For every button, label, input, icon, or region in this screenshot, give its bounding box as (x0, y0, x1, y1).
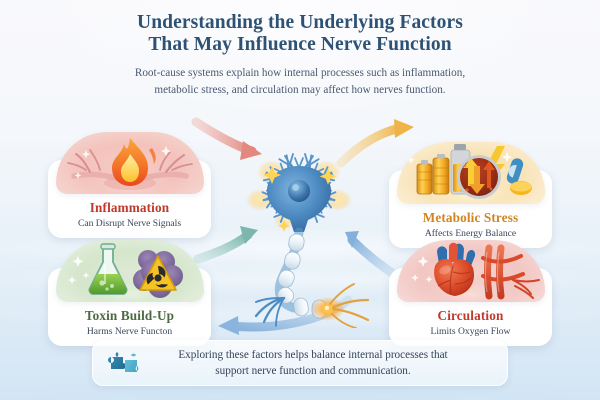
axon-terminal-right (329, 283, 370, 328)
card-toxin-text: Toxin Build-Up Harms Nerve Functon (48, 306, 211, 346)
puzzle-pieces-icon (108, 352, 139, 372)
card-inflammation-title: Inflammation (89, 200, 170, 215)
card-inflammation-subtitle: Can Disrupt Nerve Signals (77, 218, 182, 229)
flask-icon (88, 243, 127, 295)
blood-vessels (480, 244, 540, 300)
card-metabolic-text: Metabolic Stress Affects Energy Balance (389, 208, 552, 248)
batteries-gauge-pills-icon (406, 144, 532, 204)
footer-text: Exploring these factors helps balance in… (146, 347, 508, 379)
page-subtitle: Root-cause systems explain how internal … (0, 65, 600, 99)
card-toxin-subtitle: Harms Nerve Functon (86, 326, 173, 337)
neuron-illustration (222, 128, 378, 328)
footer-text-line2: support nerve function and communication… (215, 365, 411, 377)
gauge-icon (456, 155, 501, 199)
page-title: Understanding the Underlying Factors Tha… (0, 12, 600, 56)
neuron-icon (246, 152, 370, 328)
heart (433, 242, 475, 296)
flame-on-inflamed-nerve-icon (66, 138, 193, 194)
card-toxin-art (55, 240, 204, 302)
page-title-line1: Understanding the Underlying Factors (137, 12, 463, 33)
page-subtitle-line1: Root-cause systems explain how internal … (134, 67, 466, 79)
biohazard-sign (138, 255, 177, 291)
page-subtitle-line2: metabolic stress, and circulation may af… (154, 84, 446, 96)
card-circulation-subtitle: Limits Oxygen Flow (430, 326, 511, 337)
card-circulation-text: Circulation Limits Oxygen Flow (389, 306, 552, 346)
footer-text-line1: Exploring these factors helps balance in… (178, 349, 448, 361)
card-metabolic-stress[interactable]: Metabolic Stress Affects Energy Balance (389, 142, 552, 248)
card-toxin-title: Toxin Build-Up (84, 308, 175, 323)
pill-group (506, 158, 532, 195)
axon-terminal-left (254, 296, 286, 327)
card-circulation[interactable]: Circulation Limits Oxygen Flow (389, 240, 552, 346)
flask-biohazard-icon (67, 243, 186, 302)
card-circulation-art (396, 240, 545, 302)
heart-blood-vessels-icon (410, 242, 540, 302)
card-inflammation-text: Inflammation Can Disrupt Nerve Signals (48, 198, 211, 238)
card-inflammation-art (55, 132, 204, 194)
card-toxin-buildup[interactable]: Toxin Build-Up Harms Nerve Functon (48, 240, 211, 346)
card-circulation-title: Circulation (437, 308, 504, 323)
footer-banner: Exploring these factors helps balance in… (92, 340, 508, 386)
page-title-line2: That May Influence Nerve Function (148, 34, 452, 55)
card-inflammation[interactable]: Inflammation Can Disrupt Nerve Signals (48, 132, 211, 238)
sparkle-group (263, 166, 337, 232)
card-metabolic-title: Metabolic Stress (422, 210, 519, 225)
header: Understanding the Underlying Factors Tha… (0, 12, 600, 99)
card-metabolic-art (396, 142, 545, 204)
card-metabolic-subtitle: Affects Energy Balance (424, 228, 517, 239)
